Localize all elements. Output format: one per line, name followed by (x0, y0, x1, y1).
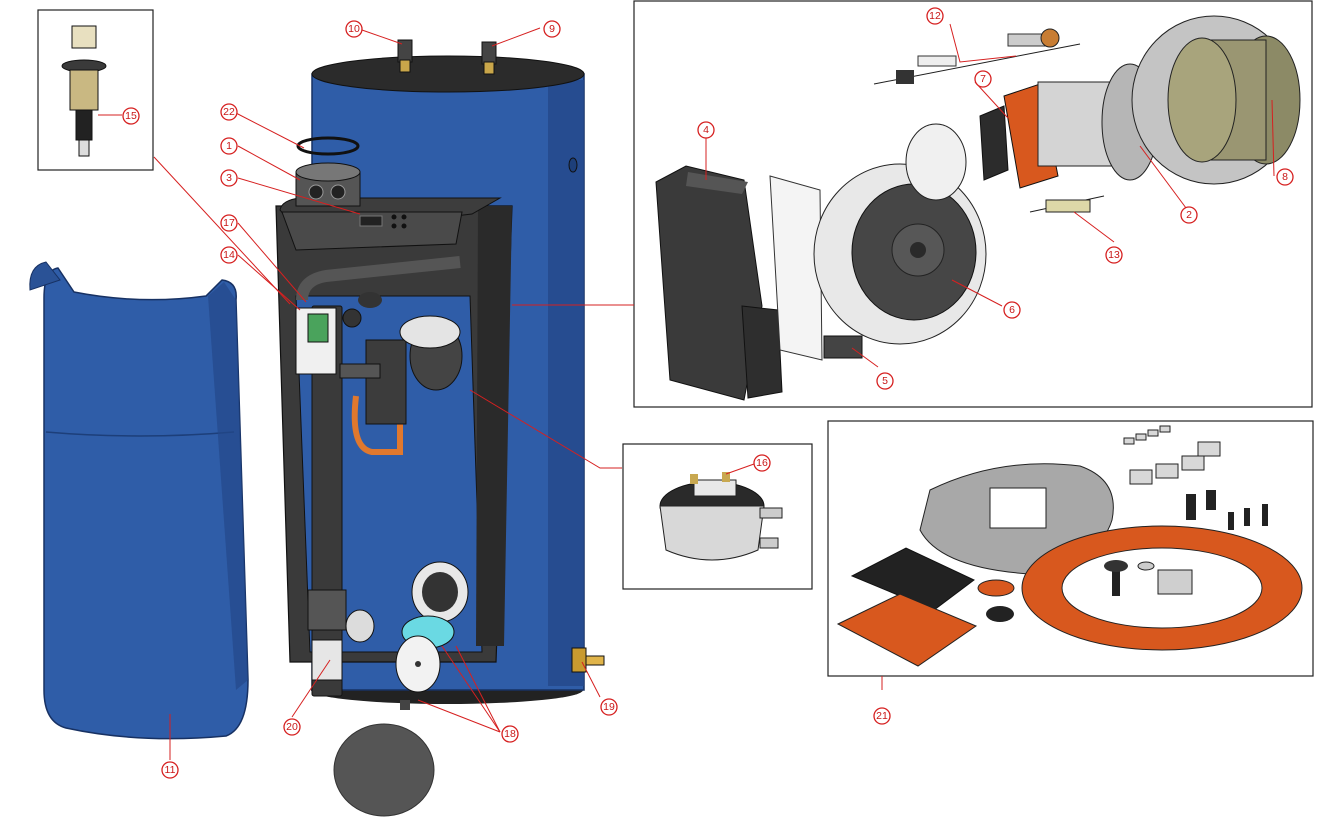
svg-text:14: 14 (223, 249, 235, 261)
blower-assembly (655, 15, 1301, 401)
svg-text:6: 6 (1009, 304, 1015, 316)
gasket-kit-parts (836, 425, 1303, 667)
svg-text:8: 8 (1282, 171, 1288, 183)
svg-text:2: 2 (1186, 209, 1192, 221)
svg-text:22: 22 (223, 106, 235, 118)
svg-text:12: 12 (929, 10, 941, 22)
sensor-part (61, 25, 107, 157)
svg-text:11: 11 (165, 764, 176, 776)
svg-text:7: 7 (980, 73, 986, 85)
callout-20: 20 (283, 718, 301, 736)
leader-lines (98, 23, 1275, 760)
callout-4: 4 (697, 121, 715, 139)
svg-text:4: 4 (703, 124, 709, 136)
callout-8: 8 (1276, 168, 1294, 186)
callout-7: 7 (974, 70, 992, 88)
svg-text:1: 1 (226, 140, 232, 152)
svg-text:17: 17 (223, 217, 235, 229)
callout-3: 3 (220, 169, 238, 187)
callout-11: 11 (161, 761, 179, 779)
callout-10: 10 (345, 20, 363, 38)
callout-2: 2 (1180, 206, 1198, 224)
top-fittings (397, 39, 497, 75)
callout-21: 21 (873, 707, 891, 725)
callout-1: 1 (220, 137, 238, 155)
flue-collar (295, 136, 361, 207)
callout-5: 5 (876, 372, 894, 390)
callout-9: 9 (543, 20, 561, 38)
svg-text:13: 13 (1108, 249, 1120, 261)
callout-19: 19 (600, 698, 618, 716)
pressure-switch-part (659, 472, 783, 561)
callout-17: 17 (220, 214, 238, 232)
svg-text:16: 16 (756, 457, 768, 469)
svg-text:3: 3 (226, 172, 232, 184)
callout-12: 12 (926, 7, 944, 25)
svg-text:5: 5 (882, 375, 888, 387)
callout-13: 13 (1105, 246, 1123, 264)
svg-text:9: 9 (549, 23, 555, 35)
callout-16: 16 (753, 454, 771, 472)
callout-6: 6 (1003, 301, 1021, 319)
svg-text:19: 19 (603, 701, 615, 713)
callout-14: 14 (220, 246, 238, 264)
svg-text:20: 20 (286, 721, 298, 733)
svg-text:10: 10 (348, 23, 360, 35)
bottom-components (333, 561, 605, 817)
svg-text:15: 15 (125, 110, 137, 122)
internal-components (295, 256, 463, 697)
svg-text:21: 21 (876, 710, 888, 722)
callout-labels: 1 2 3 4 5 6 7 8 9 10 11 (122, 7, 1294, 779)
callout-15: 15 (122, 107, 140, 125)
svg-text:18: 18 (504, 728, 516, 740)
callout-18: 18 (501, 725, 519, 743)
callout-22: 22 (220, 103, 238, 121)
front-cover-panel (29, 261, 249, 740)
